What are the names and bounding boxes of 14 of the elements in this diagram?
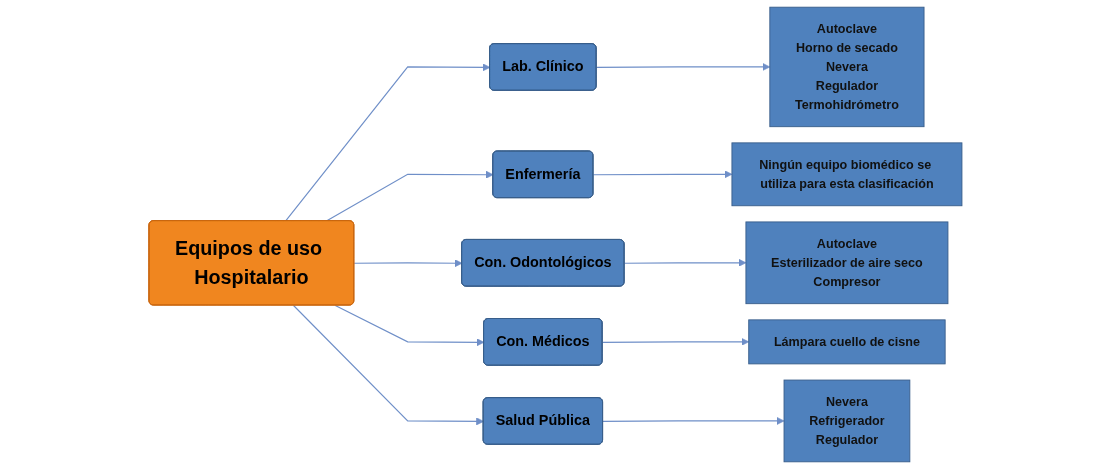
node-box: Lámpara cuello de cisne (747, 319, 946, 365)
node-box: Autoclave Horno de secado Nevera Regulador Termohidrómetro (768, 6, 925, 128)
arrow (595, 63, 770, 71)
arrow (353, 259, 462, 268)
node-box: Nevera Refrigerador Regulador (783, 379, 910, 463)
node-box: Ningún equipo biomédico se utiliza para esta clasificación (731, 142, 962, 207)
arrow (334, 304, 484, 347)
arrow (623, 258, 746, 267)
arrow (601, 337, 749, 346)
arrow (602, 417, 784, 425)
arrow (292, 304, 484, 426)
node-box: Autoclave Esterilizador de aire seco Compresor (745, 221, 948, 305)
arrow (284, 63, 490, 222)
arrow (592, 170, 732, 179)
